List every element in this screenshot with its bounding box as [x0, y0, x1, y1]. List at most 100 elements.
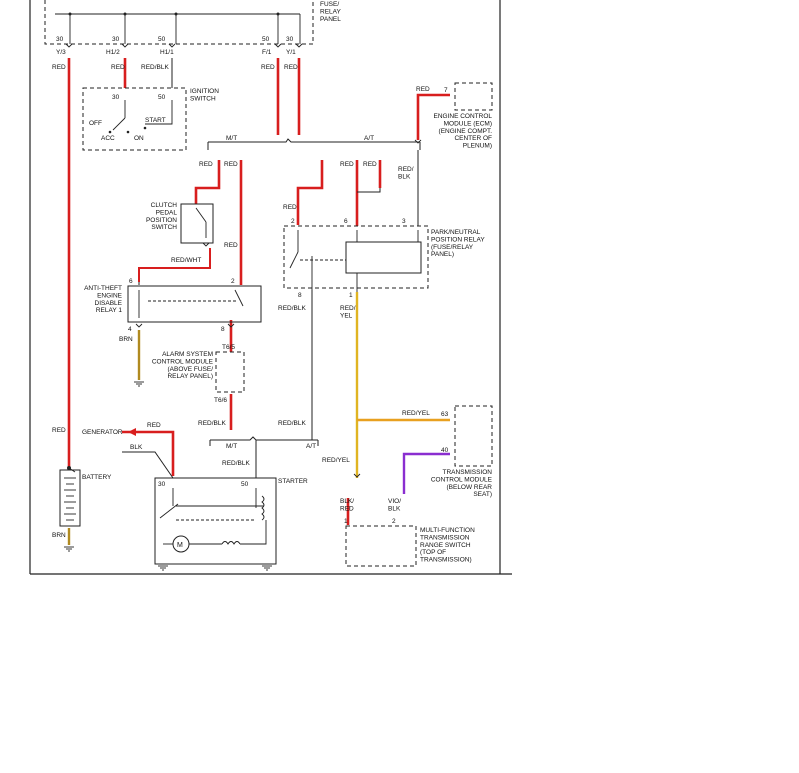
- alarm-pin: T6/5: [222, 344, 235, 351]
- label-line: MODULE (ECM): [444, 120, 492, 127]
- fuse-terminal-pin: 30: [112, 36, 120, 43]
- ground-icon: [158, 565, 168, 571]
- wire-label: RED/BLK: [141, 64, 169, 71]
- label-line: PEDAL: [156, 209, 178, 216]
- ground-icon: [262, 565, 272, 571]
- label-line: RELAY 1: [96, 307, 123, 314]
- wire-label-blk-red: BLK/RED: [340, 498, 354, 512]
- starter-pin: 50: [241, 481, 249, 488]
- label-line: SEAT): [473, 491, 492, 498]
- label-line: RELAY PANEL): [167, 373, 213, 380]
- wire-label: BRN: [119, 336, 133, 343]
- wire-label-red-yel-split: RED/YEL: [340, 305, 356, 319]
- relay-pin: 8: [298, 292, 302, 299]
- label-line: SWITCH: [190, 95, 216, 102]
- motor-icon: M: [177, 542, 183, 549]
- label-line: DISABLE: [95, 300, 123, 307]
- colored-wires: [67, 292, 450, 545]
- fuse-terminal-pin: 50: [262, 36, 270, 43]
- starter: 30 50 STARTER M: [154, 477, 308, 565]
- relay-pin: 6: [129, 278, 133, 285]
- label-line: RED/: [340, 305, 356, 312]
- wire-label: RED: [416, 86, 430, 93]
- fuse-terminal-id: Y/1: [286, 49, 296, 56]
- label-line: CONTROL MODULE: [431, 476, 493, 483]
- label-line: RELAY: [320, 8, 341, 15]
- fuse-terminal-id: F/1: [262, 49, 272, 56]
- starter-pin: 30: [158, 481, 166, 488]
- label-line: CLUTCH: [151, 202, 178, 209]
- fuse-terminal-id: Y/3: [56, 49, 66, 56]
- ignition-off-label: OFF: [89, 120, 102, 127]
- battery-label: BATTERY: [82, 474, 112, 481]
- label-line: VIO/: [388, 498, 401, 505]
- wire-label: RED: [340, 161, 354, 168]
- relay-pin: 6: [344, 218, 348, 225]
- page-frame: [29, 0, 512, 575]
- label-line: (BELOW REAR: [446, 484, 492, 491]
- wire-labels: RED RED RED/BLK RED RED RED RED RED RED …: [52, 64, 430, 539]
- label-line: PANEL: [320, 16, 341, 23]
- range-switch-pin: 1: [344, 518, 348, 525]
- wire-label: RED/BLK: [198, 420, 226, 427]
- wire-label: RED/WHT: [171, 257, 201, 264]
- label-line: RANGE SWITCH: [420, 542, 471, 549]
- label-line: PANEL): [431, 251, 454, 258]
- generator: GENERATOR: [82, 428, 136, 436]
- label-line: (TOP OF: [420, 549, 446, 556]
- relay-pin: 8: [221, 326, 225, 333]
- relay-pin: 3: [402, 218, 406, 225]
- wire-label: BLK: [130, 444, 143, 451]
- label-line: CONTROL MODULE: [152, 358, 214, 365]
- label-line: (FUSE/RELAY: [431, 244, 474, 251]
- label-line: RED/: [398, 166, 414, 173]
- relay-pin: 4: [128, 326, 132, 333]
- ignition-pin: 30: [112, 94, 120, 101]
- wire-label-vio-blk: VIO/BLK: [388, 498, 401, 512]
- relay-pin: 2: [291, 218, 295, 225]
- red-wht-wire: [138, 248, 211, 282]
- mt-label: M/T: [226, 135, 237, 142]
- alarm-pin: T6/6: [214, 397, 227, 404]
- wire-label: RED: [283, 204, 297, 211]
- label-line: POSITION RELAY: [431, 236, 485, 243]
- red-wires: [67, 58, 450, 525]
- label-line: (ABOVE FUSE/: [167, 366, 213, 373]
- ground-symbols: [64, 381, 272, 571]
- label-line: TRANSMISSION: [443, 469, 493, 476]
- label-line: RED: [340, 505, 354, 512]
- ignition-pin: 50: [158, 94, 166, 101]
- label-line: BLK/: [340, 498, 354, 505]
- label-line: PLENUM): [463, 143, 492, 150]
- wire-label-red-blk-split: RED/BLK: [398, 166, 414, 180]
- wire-label: RED: [52, 427, 66, 434]
- wire-label: RED: [111, 64, 125, 71]
- wire-label: RED: [224, 242, 238, 249]
- tcm-pin: 40: [441, 447, 449, 454]
- label-line: BLK: [388, 505, 401, 512]
- fuse-terminal-id: H1/2: [106, 49, 120, 56]
- label-line: ANTI-THEFT: [84, 285, 122, 292]
- fuse-terminal-pin: 30: [56, 36, 64, 43]
- label-line: YEL: [340, 312, 353, 319]
- at-label: A/T: [364, 135, 374, 142]
- wire-label: RED/BLK: [278, 420, 306, 427]
- ignition-start-label: START: [145, 117, 166, 124]
- wire-label: RED: [224, 161, 238, 168]
- battery: BATTERY: [59, 466, 112, 527]
- fuse-terminal-id: H1/1: [160, 49, 174, 56]
